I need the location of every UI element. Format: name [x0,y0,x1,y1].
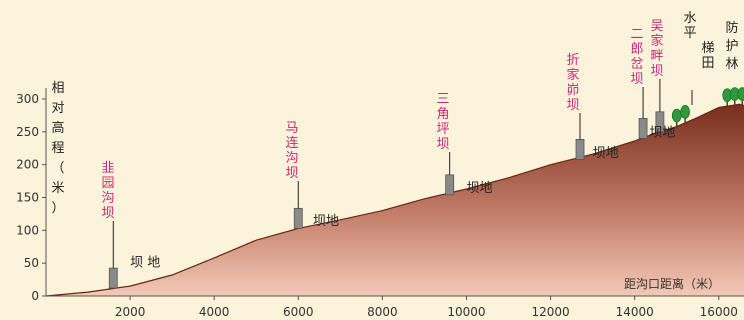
tree-icon [680,105,690,123]
svg-text:平: 平 [683,26,696,41]
svg-text:田: 田 [701,56,714,71]
svg-text:坝: 坝 [650,64,663,79]
x-axis-ticks: 2000 4000 6000 8000 10000 12000 14000 16000 [115,296,738,319]
shelter-forest-label: 防护林 [725,20,738,72]
x-tick-label: 10000 [447,305,485,319]
svg-text:防: 防 [725,20,738,36]
svg-text:坝: 坝 [630,72,643,87]
svg-text:坪: 坪 [436,122,449,137]
svg-text:连: 连 [285,135,298,151]
dam-wall [108,267,118,289]
y-tick-label: 300 [16,92,39,106]
dam-land-label: 坝地 [649,125,675,140]
svg-text:园: 园 [101,176,114,191]
svg-text:坝: 坝 [436,137,449,152]
svg-text:）: ） [51,201,64,216]
svg-text:程: 程 [51,141,64,156]
svg-text:护: 护 [725,39,738,54]
dam-wall [638,118,648,139]
svg-text:吴: 吴 [650,19,663,34]
svg-text:米: 米 [51,181,64,196]
x-tick-label: 14000 [616,305,654,319]
terrain-profile-area [46,104,744,296]
tree-icon [722,88,733,107]
terrain-profile-line [45,103,744,297]
dam-land-label: 坝地 [593,146,619,161]
dam-wall [445,174,455,196]
svg-text:折: 折 [566,53,579,68]
svg-text:畔: 畔 [650,49,663,64]
x-tick-label: 6000 [283,305,314,319]
svg-text:角: 角 [436,107,449,122]
x-axis-label: 距沟口距离（米） [624,276,720,291]
y-tick-label: 0 [31,289,39,303]
y-tick-label: 200 [16,158,39,172]
x-tick-label: 4000 [199,305,230,319]
x-tick-label: 12000 [531,305,569,319]
x-tick-label: 2000 [115,305,146,319]
y-tick-label: 50 [24,256,39,270]
svg-text:坝: 坝 [101,206,114,221]
svg-text:家: 家 [566,67,579,83]
dam-wall [293,207,303,229]
dam-land-label: 坝地 [466,181,492,196]
svg-text:韭: 韭 [101,161,114,176]
svg-text:峁: 峁 [566,83,579,98]
dam-wall [575,139,585,160]
svg-text:对: 对 [51,101,64,116]
svg-text:郎: 郎 [630,42,643,57]
dam-land-label: 坝地 [313,214,339,229]
svg-text:家: 家 [650,33,663,49]
terrace-label-part: 梯田 [701,41,714,71]
svg-text:坝: 坝 [285,166,298,181]
svg-text:相: 相 [51,81,64,96]
svg-text:（: （ [51,161,64,176]
svg-text:高: 高 [51,120,64,136]
y-tick-label: 150 [16,191,39,205]
svg-text:三: 三 [436,92,449,107]
y-axis-ticks: 0 50 100 150 200 250 300 [16,92,46,303]
x-tick-label: 16000 [700,305,738,319]
svg-text:坝: 坝 [566,98,579,113]
shelter-trees [671,87,744,127]
svg-text:林: 林 [725,57,738,72]
dam-land-label: 坝 地 [130,255,160,270]
x-tick-label: 8000 [367,305,398,319]
svg-text:沟: 沟 [101,191,114,206]
tree-icon [671,108,682,127]
svg-text:岔: 岔 [630,57,643,72]
svg-text:沟: 沟 [285,151,298,166]
svg-text:马: 马 [285,121,298,136]
y-tick-label: 250 [16,125,39,139]
svg-text:二: 二 [630,27,643,42]
svg-text:梯: 梯 [701,41,714,56]
y-tick-label: 100 [16,223,39,237]
tree-icon [737,87,744,106]
svg-text:水: 水 [683,11,696,26]
